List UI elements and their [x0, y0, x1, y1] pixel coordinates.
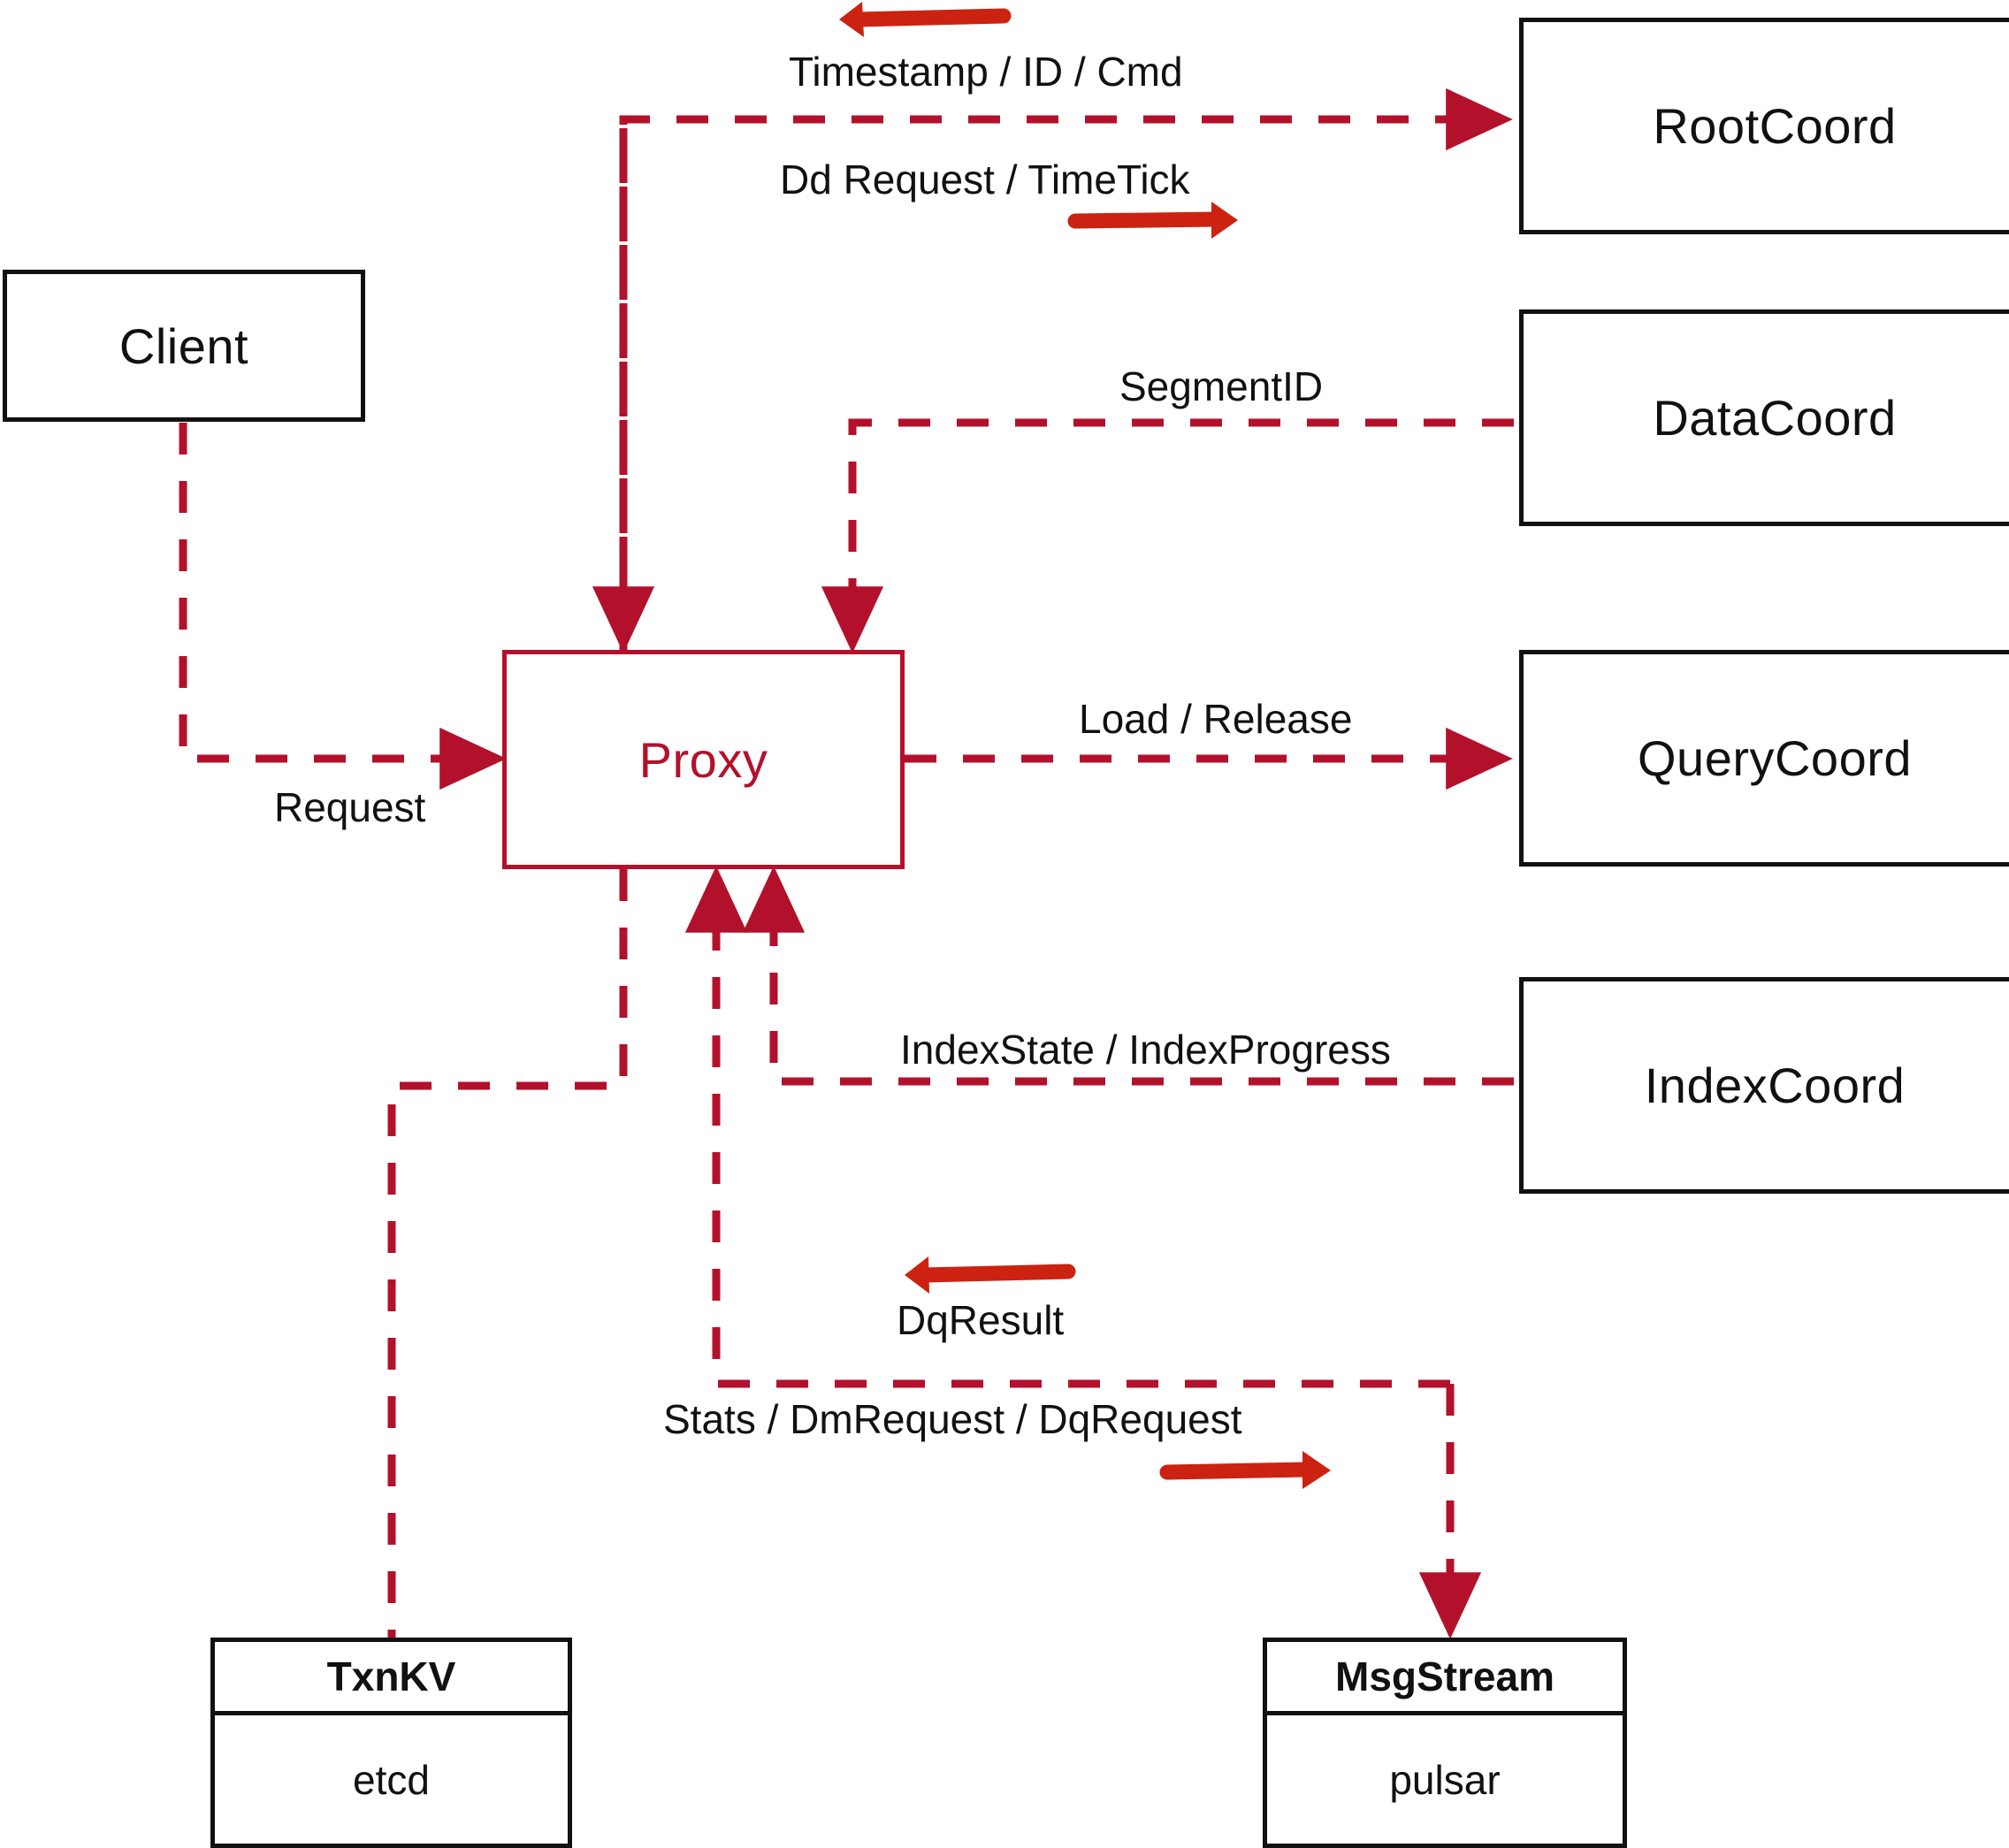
node-datacoord-label: DataCoord — [1653, 390, 1897, 446]
edge-label-stats-dm-dq-request: Stats / DmRequest / DqRequest — [663, 1396, 1242, 1442]
stats-dm-dq-request-direction-arrow — [1159, 1451, 1331, 1489]
edge-proxy-to-rootcoord — [619, 88, 1513, 650]
edge-label-dq-result: DqResult — [897, 1297, 1065, 1343]
edge-proxy-to-txnkv — [387, 869, 628, 1638]
node-rootcoord[interactable]: RootCoord — [1519, 18, 2009, 234]
node-client-label: Client — [118, 317, 249, 374]
store-txnkv-impl: etcd — [353, 1756, 430, 1803]
edge-label-segment-id: SegmentID — [1119, 363, 1324, 409]
edge-indexcoord-to-proxy — [742, 866, 1514, 1086]
node-indexcoord-label: IndexCoord — [1644, 1058, 1906, 1113]
node-proxy[interactable]: Proxy — [502, 650, 905, 869]
store-txnkv-body: etcd — [215, 1715, 568, 1844]
store-txnkv-title: TxnKV — [326, 1653, 456, 1699]
edge-datacoord-to-proxy — [821, 418, 1514, 653]
store-msgstream-header: MsgStream — [1267, 1642, 1623, 1715]
store-msgstream-body: pulsar — [1267, 1715, 1623, 1844]
store-txnkv[interactable]: TxnKV etcd — [210, 1638, 572, 1848]
node-querycoord[interactable]: QueryCoord — [1519, 650, 2009, 867]
node-client[interactable]: Client — [3, 270, 365, 422]
edge-label-load-release: Load / Release — [1079, 696, 1353, 742]
store-msgstream-title: MsgStream — [1335, 1653, 1554, 1699]
dq-result-direction-arrow — [905, 1256, 1076, 1294]
timestamp-id-cmd-direction-arrow — [839, 2, 1012, 37]
store-txnkv-header: TxnKV — [215, 1642, 568, 1715]
node-rootcoord-label: RootCoord — [1653, 98, 1897, 154]
dd-request-timetick-direction-arrow — [1067, 202, 1238, 239]
node-proxy-label: Proxy — [638, 731, 768, 788]
edge-msgstream-to-proxy — [684, 866, 1450, 1388]
node-indexcoord[interactable]: IndexCoord — [1519, 977, 2009, 1194]
edge-label-dd-request-timetick: Dd Request / TimeTick — [780, 157, 1190, 202]
edge-label-timestamp-id-cmd: Timestamp / ID / Cmd — [789, 49, 1183, 95]
edge-label-request: Request — [274, 784, 426, 830]
edge-client-to-proxy — [179, 423, 507, 790]
store-msgstream-impl: pulsar — [1389, 1756, 1501, 1803]
edge-label-index-state-progress: IndexState / IndexProgress — [900, 1027, 1391, 1073]
node-querycoord-label: QueryCoord — [1637, 730, 1913, 786]
node-datacoord[interactable]: DataCoord — [1519, 309, 2009, 526]
store-msgstream[interactable]: MsgStream pulsar — [1263, 1638, 1627, 1848]
